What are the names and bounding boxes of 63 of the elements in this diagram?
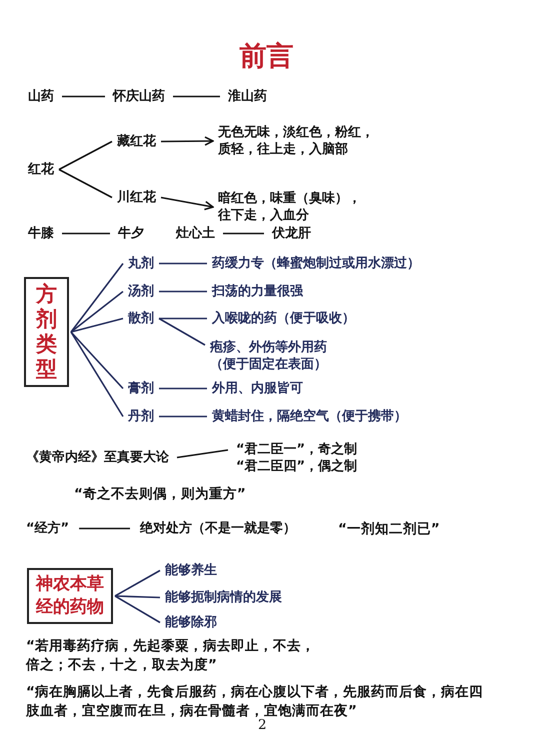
- page-title: 前言: [238, 40, 294, 74]
- description-text: 绝对处方（不是一就是零）: [140, 520, 296, 537]
- connector-line: [173, 96, 220, 98]
- connector-line: [62, 232, 110, 234]
- connector-line: [159, 262, 207, 264]
- item-text: 能够除邪: [165, 614, 217, 631]
- description-text: 黄蜡封住，隔绝空气（便于携带）: [212, 408, 407, 425]
- description-text: 暗红色，味重（臭味），往下走，入血分: [218, 190, 366, 224]
- connector-line: [70, 290, 124, 333]
- term-text: 川红花: [117, 189, 156, 206]
- connector-line: [79, 528, 130, 530]
- note-text: “若用毒药疗病，先起黍粟，病去即止，不去，倍之；不去，十之，取去为度”: [26, 637, 316, 675]
- title-box: 方剂类型: [24, 277, 69, 387]
- page-number: 2: [258, 717, 267, 730]
- category-text: 丸剂: [128, 255, 154, 272]
- item-text: 能够养生: [165, 562, 217, 579]
- term-text: “经方”: [26, 520, 70, 537]
- category-text: 散剂: [128, 310, 154, 327]
- term-text: 灶心土: [176, 225, 215, 242]
- category-text: 膏剂: [128, 380, 154, 397]
- term-text: 红花: [28, 161, 54, 178]
- term-text: 淮山药: [228, 88, 267, 105]
- term-text: 山药: [28, 88, 54, 105]
- item-text: 能够扼制病情的发展: [165, 589, 282, 606]
- connector-line: [70, 331, 124, 390]
- connector-line: [223, 232, 264, 234]
- connector-line: [158, 318, 206, 346]
- arrow: [160, 196, 214, 210]
- connector-line: [114, 595, 160, 624]
- connector-line: [58, 168, 112, 198]
- term-text: 牛膝: [28, 225, 54, 242]
- category-text: 丹剂: [128, 408, 154, 425]
- category-text: 汤剂: [128, 283, 154, 300]
- connector-line: [70, 332, 124, 417]
- term-text: 怀庆山药: [113, 88, 165, 105]
- description-text: 外用、内服皆可: [212, 380, 303, 397]
- connector-line: [159, 388, 207, 390]
- arrow: [161, 136, 214, 146]
- term-text: 牛夕: [118, 225, 144, 242]
- source-text: 《黄帝内经》至真要大论: [26, 449, 169, 466]
- connector-line: [159, 416, 207, 418]
- connector-line: [159, 290, 207, 292]
- connector-line: [159, 318, 207, 320]
- connector-line: [70, 318, 124, 333]
- note-text: “病在胸膈以上者，先食后服药，病在心腹以下者，先服药而后食，病在四肢血者，宜空腹而在旦，病在骨髓者，宜饱满而在夜”: [26, 683, 484, 719]
- note-text: “一剂知二剂已”: [338, 520, 440, 539]
- note-text: “奇之不去则偶，则为重方”: [74, 485, 246, 504]
- term-text: 伏龙肝: [272, 225, 311, 242]
- connector-line: [114, 595, 160, 598]
- description-text: 疱疹、外伤等外用药（便于固定在表面）: [210, 339, 332, 373]
- connector-line: [114, 570, 160, 597]
- description-text: 入喉咙的药（便于吸收）: [212, 310, 355, 327]
- connector-line: [58, 140, 112, 170]
- quote-text: “君二臣一”，奇之制: [236, 441, 358, 458]
- title-box: 神农本草经的药物: [27, 568, 113, 624]
- connector-line: [62, 96, 105, 98]
- description-text: 扫荡的力量很强: [212, 283, 303, 300]
- description-text: 药缓力专（蜂蜜炮制过或用水漂过）: [212, 255, 420, 272]
- connector-line: [176, 449, 228, 458]
- quote-text: “君二臣四”，偶之制: [236, 458, 358, 475]
- term-text: 藏红花: [117, 133, 156, 150]
- connector-line: [70, 263, 124, 332]
- description-text: 无色无味，淡红色，粉红，质轻，往上走，入脑部: [218, 124, 378, 158]
